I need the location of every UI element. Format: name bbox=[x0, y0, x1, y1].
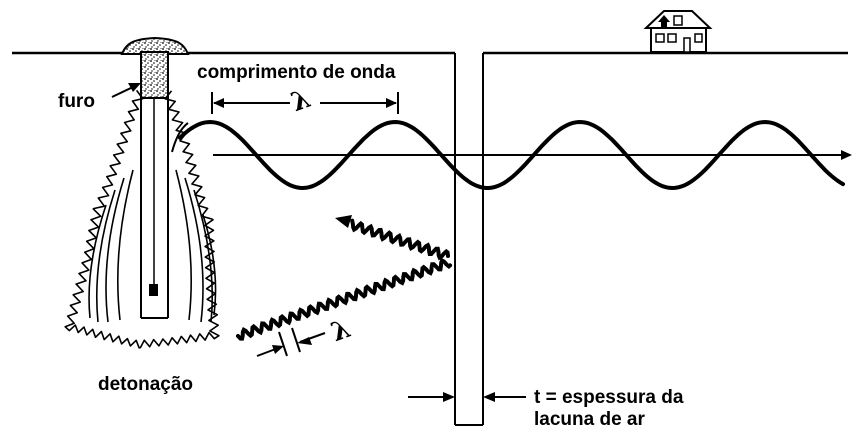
fracture-arc bbox=[175, 169, 192, 321]
wavelength-dimension bbox=[211, 92, 399, 114]
reflected-wave-arrowhead bbox=[335, 215, 352, 228]
incident-body-wave bbox=[236, 257, 453, 341]
fracture-arc bbox=[105, 177, 125, 323]
borehole-leader bbox=[111, 83, 141, 98]
house-icon bbox=[643, 10, 713, 53]
stemming bbox=[140, 51, 169, 99]
fracture-arc bbox=[117, 169, 134, 321]
fracture-zone bbox=[64, 89, 220, 349]
lower-wavelength-dimension bbox=[256, 327, 326, 357]
fracture-arc bbox=[202, 214, 217, 316]
borehole bbox=[140, 98, 169, 319]
fracture-arc bbox=[96, 189, 116, 323]
surface-wave bbox=[178, 119, 845, 191]
explosive-charge-icon bbox=[149, 284, 158, 296]
borehole-label: furo bbox=[58, 91, 95, 112]
vibration-leader bbox=[171, 122, 189, 153]
fracture-arcs bbox=[88, 169, 217, 323]
fracture-arc bbox=[193, 189, 213, 323]
air-gap-trench bbox=[454, 53, 484, 426]
thickness-label-line1: t = espessura da bbox=[534, 387, 684, 408]
reflected-body-wave bbox=[350, 218, 450, 261]
wavelength-label: comprimento de onda bbox=[197, 62, 396, 83]
fracture-arc bbox=[88, 204, 107, 319]
thickness-label-line2: lacuna de ar bbox=[534, 409, 645, 430]
detonation-label: detonação bbox=[98, 374, 194, 395]
collar-mound bbox=[120, 36, 190, 55]
thickness-dimension bbox=[408, 392, 526, 402]
fracture-arc bbox=[184, 177, 204, 323]
propagation-axis bbox=[213, 150, 852, 160]
